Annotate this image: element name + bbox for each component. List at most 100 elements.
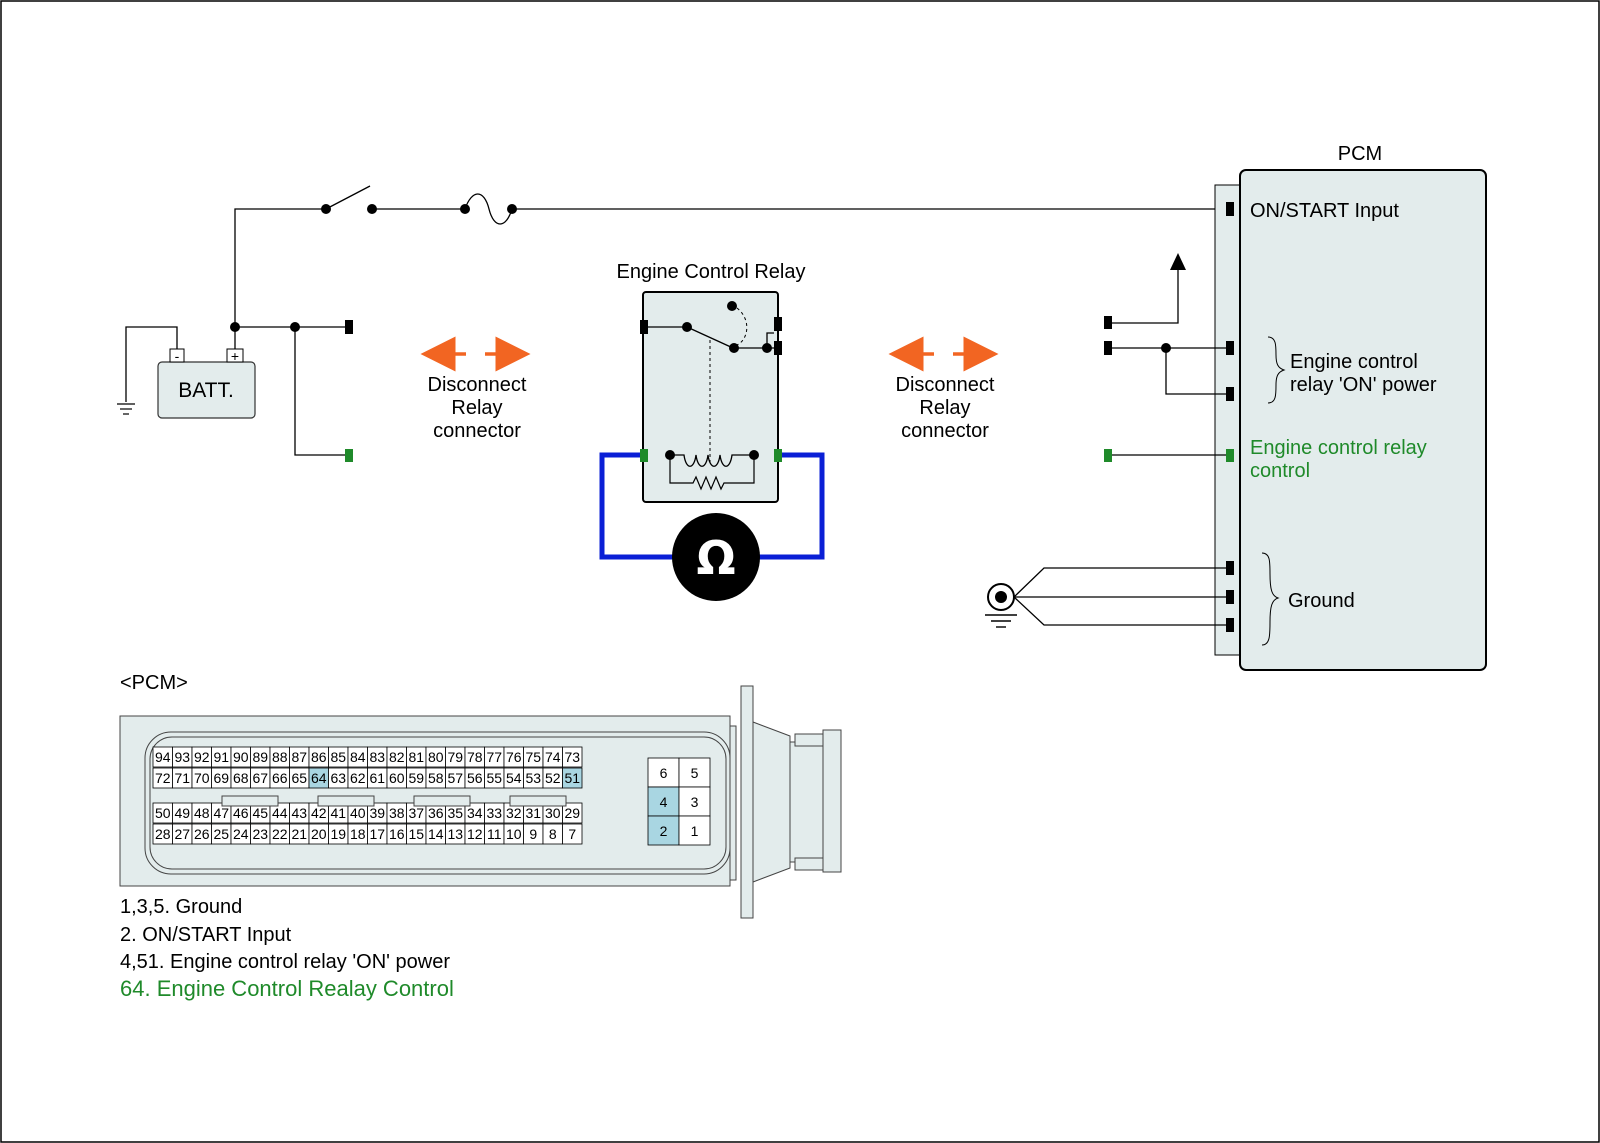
power-pin-number: 4 [660,794,668,810]
connector-pin-number: 78 [467,749,483,765]
battery-negative-sign: - [175,348,180,364]
ignition-switch-icon [321,185,377,214]
connector-pin-number: 39 [369,805,385,821]
pcm-pin-on-start [1226,202,1234,216]
connector-pin-number: 42 [311,805,327,821]
connector-pin-number: 47 [213,805,229,821]
legend-item: 1,3,5. Ground [120,896,242,918]
connector-latch-tab [794,857,824,871]
battery: BATT. - + [157,348,256,419]
connector-pin-number: 87 [291,749,307,765]
ohmmeter-symbol: Ω [696,531,735,585]
connector-pin-number: 53 [525,770,541,786]
pcm-relay-power-line1: Engine control [1290,351,1418,373]
connector-pin-number: 55 [486,770,502,786]
ground-wire-3 [1013,596,1230,626]
connector-pin-number: 72 [155,770,171,786]
pcm-pin-ground-2 [1226,590,1234,604]
relay-output-branch-wire [1112,262,1179,324]
connector-pin-number: 11 [487,826,502,842]
connector-pin-number: 90 [233,749,249,765]
battery-positive-sign: + [231,348,239,364]
connector-pin-cell [562,767,583,789]
connector-pin-number: 10 [506,826,522,842]
connector-pin-number: 32 [506,805,522,821]
power-pin-number: 6 [660,765,668,781]
connector-pin-number: 77 [486,749,502,765]
connector-pin-number: 18 [350,826,366,842]
connector-pin-number: 92 [194,749,210,765]
connector-pin-number: 51 [564,770,580,786]
keyway [317,795,375,807]
connector-pin-number: 44 [272,805,288,821]
relay-pin [774,317,782,331]
connector-pin-number: 41 [330,805,346,821]
connector-flange [740,685,754,919]
power-pin-number: 2 [660,823,668,839]
connector-pin-number: 7 [568,826,576,842]
arrow-up-icon [1170,253,1186,270]
connector-pin-number: 65 [291,770,307,786]
relay-contact-arm [686,326,734,349]
battery-body [157,361,256,419]
connector-pin [345,320,353,334]
connector-latch [752,721,791,883]
legend-item: 2. ON/START Input [120,924,292,946]
contact-dot [727,301,737,311]
connector-pin-number: 25 [213,826,229,842]
ohmmeter-lead-left [599,452,678,560]
power-pin-cell [647,815,680,846]
connector-pin-number: 21 [291,826,307,842]
connector-pin-number: 74 [545,749,561,765]
connector-pin-number: 19 [330,826,346,842]
ohmmeter-icon: Ω [672,513,760,601]
connector-pin-number: 43 [291,805,307,821]
connector-pin-number: 79 [447,749,463,765]
connector-pin-number: 82 [389,749,405,765]
connector-pin-number: 81 [408,749,424,765]
relay-coil-pin-left [640,449,648,462]
battery-ground-wire [125,326,178,402]
splice-dot [230,322,240,332]
battery-positive-feed-wire [234,208,326,349]
power-pin-number: 5 [691,765,699,781]
connector-latch-edge [822,729,842,873]
connector-pin-number: 26 [194,826,210,842]
connector-pin-number: 66 [272,770,288,786]
connector-pin-number: 83 [369,749,385,765]
connector-pin-number: 86 [311,749,327,765]
connector-pin-number: 22 [272,826,288,842]
connector-pin-number: 12 [467,826,483,842]
ohmmeter-lead-right [756,452,825,560]
disconnect-left-line3: connector [433,420,521,442]
disconnect-left-line1: Disconnect [428,374,527,396]
connector-lock-plate [729,725,737,881]
connector-pin-number: 15 [408,826,424,842]
connector-pin-number: 20 [311,826,327,842]
disconnect-right-line1: Disconnect [896,374,995,396]
pcm-body [1239,169,1487,671]
connector-pin-number: 73 [564,749,580,765]
connector-pin-number: 88 [272,749,288,765]
connector-latch-tab [794,733,824,747]
power-pin-cell [678,757,711,788]
connector-pin-number: 91 [213,749,229,765]
connector-pin-number: 71 [174,770,190,786]
connector-pin-number: 13 [447,826,463,842]
disconnect-right-line2: Relay [919,397,970,419]
connector-pin-number: 9 [529,826,537,842]
connector-pin-number: 54 [506,770,522,786]
pcm-relay-control-line1: Engine control relay [1250,437,1427,459]
relay-contact-travel [736,307,748,346]
connector-pin-number: 80 [428,749,444,765]
connector-pin-number: 14 [428,826,444,842]
connector-pin-number: 24 [233,826,249,842]
connector-pin-number: 29 [564,805,580,821]
connector-pin-number: 28 [155,826,171,842]
connector-pin-number: 45 [252,805,268,821]
battery-label: BATT. [178,379,234,402]
relay-coil-pin-right [774,449,782,462]
legend-item-highlight: 64. Engine Control Realay Control [120,976,454,1001]
